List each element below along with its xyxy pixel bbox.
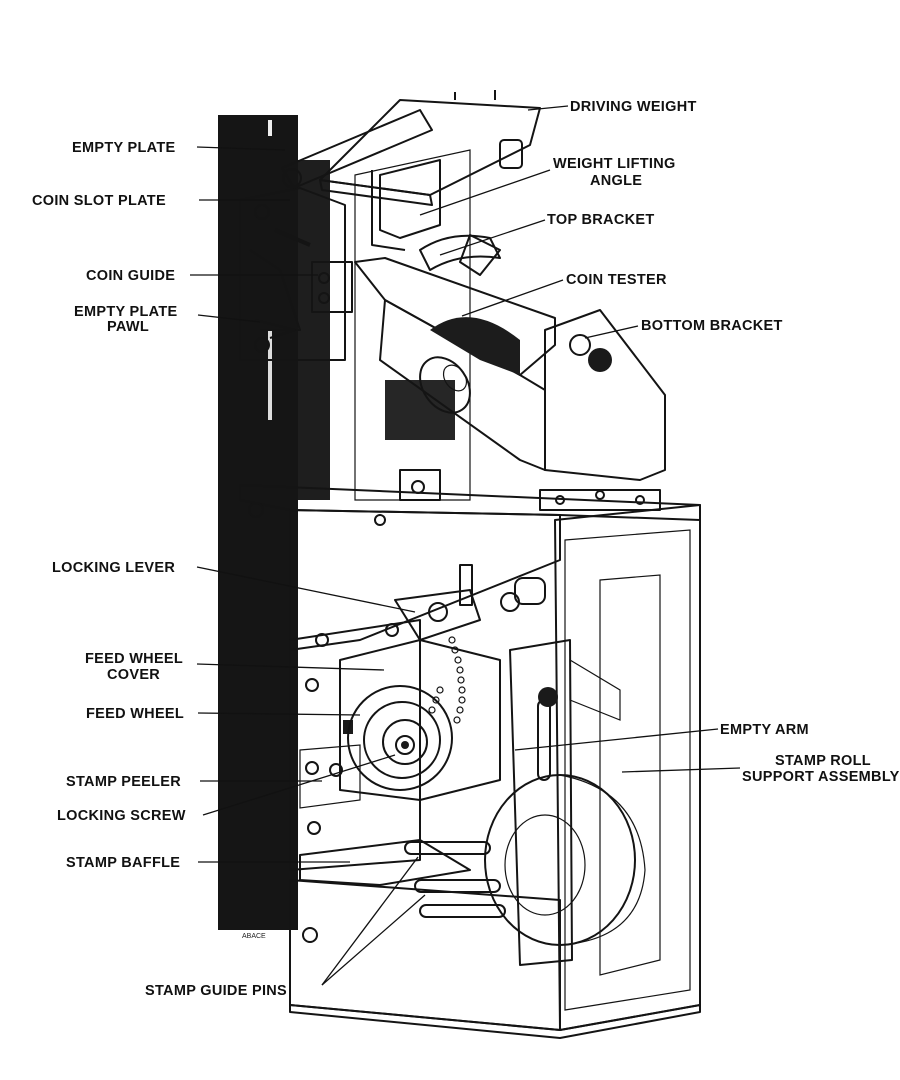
label-stamp-roll-support-line2: SUPPORT ASSEMBLY: [742, 769, 900, 785]
leader-coin-tester: [461, 279, 564, 317]
label-stamp-roll-support-line1: STAMP ROLL: [775, 753, 871, 769]
leader-stamp-guide-pins-a: [321, 856, 419, 986]
label-coin-slot-plate: COIN SLOT PLATE: [32, 193, 166, 209]
label-empty-plate-pawl-line2: PAWL: [107, 319, 149, 335]
artist-signature: ABACE: [242, 933, 266, 940]
machine-drawing: ABACE: [218, 90, 701, 1039]
leader-lines: [190, 105, 741, 986]
label-stamp-peeler: STAMP PEELER: [66, 774, 181, 790]
coin-guide: [311, 261, 353, 313]
label-stamp-guide-pins: STAMP GUIDE PINS: [145, 983, 287, 999]
label-weight-lifting-angle-line1: WEIGHT LIFTING: [553, 156, 676, 172]
stamp-peeler: [299, 744, 361, 809]
leader-stamp-roll-support: [621, 767, 741, 773]
feed-wheel-cover: [339, 639, 501, 801]
leader-bottom-bracket: [584, 325, 639, 339]
labels: EMPTY PLATE COIN SLOT PLATE COIN GUIDE E…: [32, 99, 900, 999]
bottom-bracket: [544, 309, 666, 481]
stamp-guide-pins: [404, 841, 506, 918]
label-weight-lifting-angle-line2: ANGLE: [590, 173, 642, 189]
label-driving-weight: DRIVING WEIGHT: [570, 99, 697, 115]
weight-lifting-angle: [379, 159, 441, 239]
empty-arm: [509, 639, 573, 966]
leader-stamp-guide-pins-b: [321, 894, 426, 986]
label-empty-plate-pawl-line1: EMPTY PLATE: [74, 304, 177, 320]
leader-feed-wheel-cover: [196, 663, 385, 671]
leader-empty-plate: [196, 146, 286, 151]
label-top-bracket: TOP BRACKET: [547, 212, 655, 228]
locking-screw: [395, 735, 415, 755]
leader-top-bracket: [439, 219, 546, 256]
label-feed-wheel-cover-line1: FEED WHEEL: [85, 651, 183, 667]
label-empty-arm: EMPTY ARM: [720, 722, 809, 738]
label-bottom-bracket: BOTTOM BRACKET: [641, 318, 783, 334]
empty-plate: [281, 109, 433, 189]
leader-empty-plate-pawl: [197, 314, 261, 323]
lower-housing: [554, 504, 701, 1031]
coin-tester: [354, 257, 556, 376]
feed-wheel: [347, 685, 453, 791]
driving-weight: [319, 99, 541, 196]
label-locking-screw: LOCKING SCREW: [57, 808, 186, 824]
label-locking-lever: LOCKING LEVER: [52, 560, 175, 576]
chain: [428, 636, 466, 724]
leader-locking-screw: [202, 754, 396, 816]
label-coin-tester: COIN TESTER: [566, 272, 667, 288]
top-bracket: [419, 234, 501, 271]
back-plate: [218, 115, 298, 930]
label-feed-wheel-cover-line2: COVER: [107, 667, 160, 683]
label-feed-wheel: FEED WHEEL: [86, 706, 184, 722]
stamp-baffle: [299, 839, 471, 886]
label-empty-plate: EMPTY PLATE: [72, 140, 175, 156]
leader-weight-lifting-angle: [419, 169, 551, 216]
leader-empty-arm: [514, 728, 719, 751]
leader-driving-weight: [527, 105, 569, 111]
coin-slot-plate: [239, 187, 346, 361]
leader-locking-lever: [196, 566, 416, 613]
leader-feed-wheel: [197, 712, 361, 716]
label-stamp-baffle: STAMP BAFFLE: [66, 855, 180, 871]
label-coin-guide: COIN GUIDE: [86, 268, 175, 284]
locking-lever: [394, 589, 481, 641]
